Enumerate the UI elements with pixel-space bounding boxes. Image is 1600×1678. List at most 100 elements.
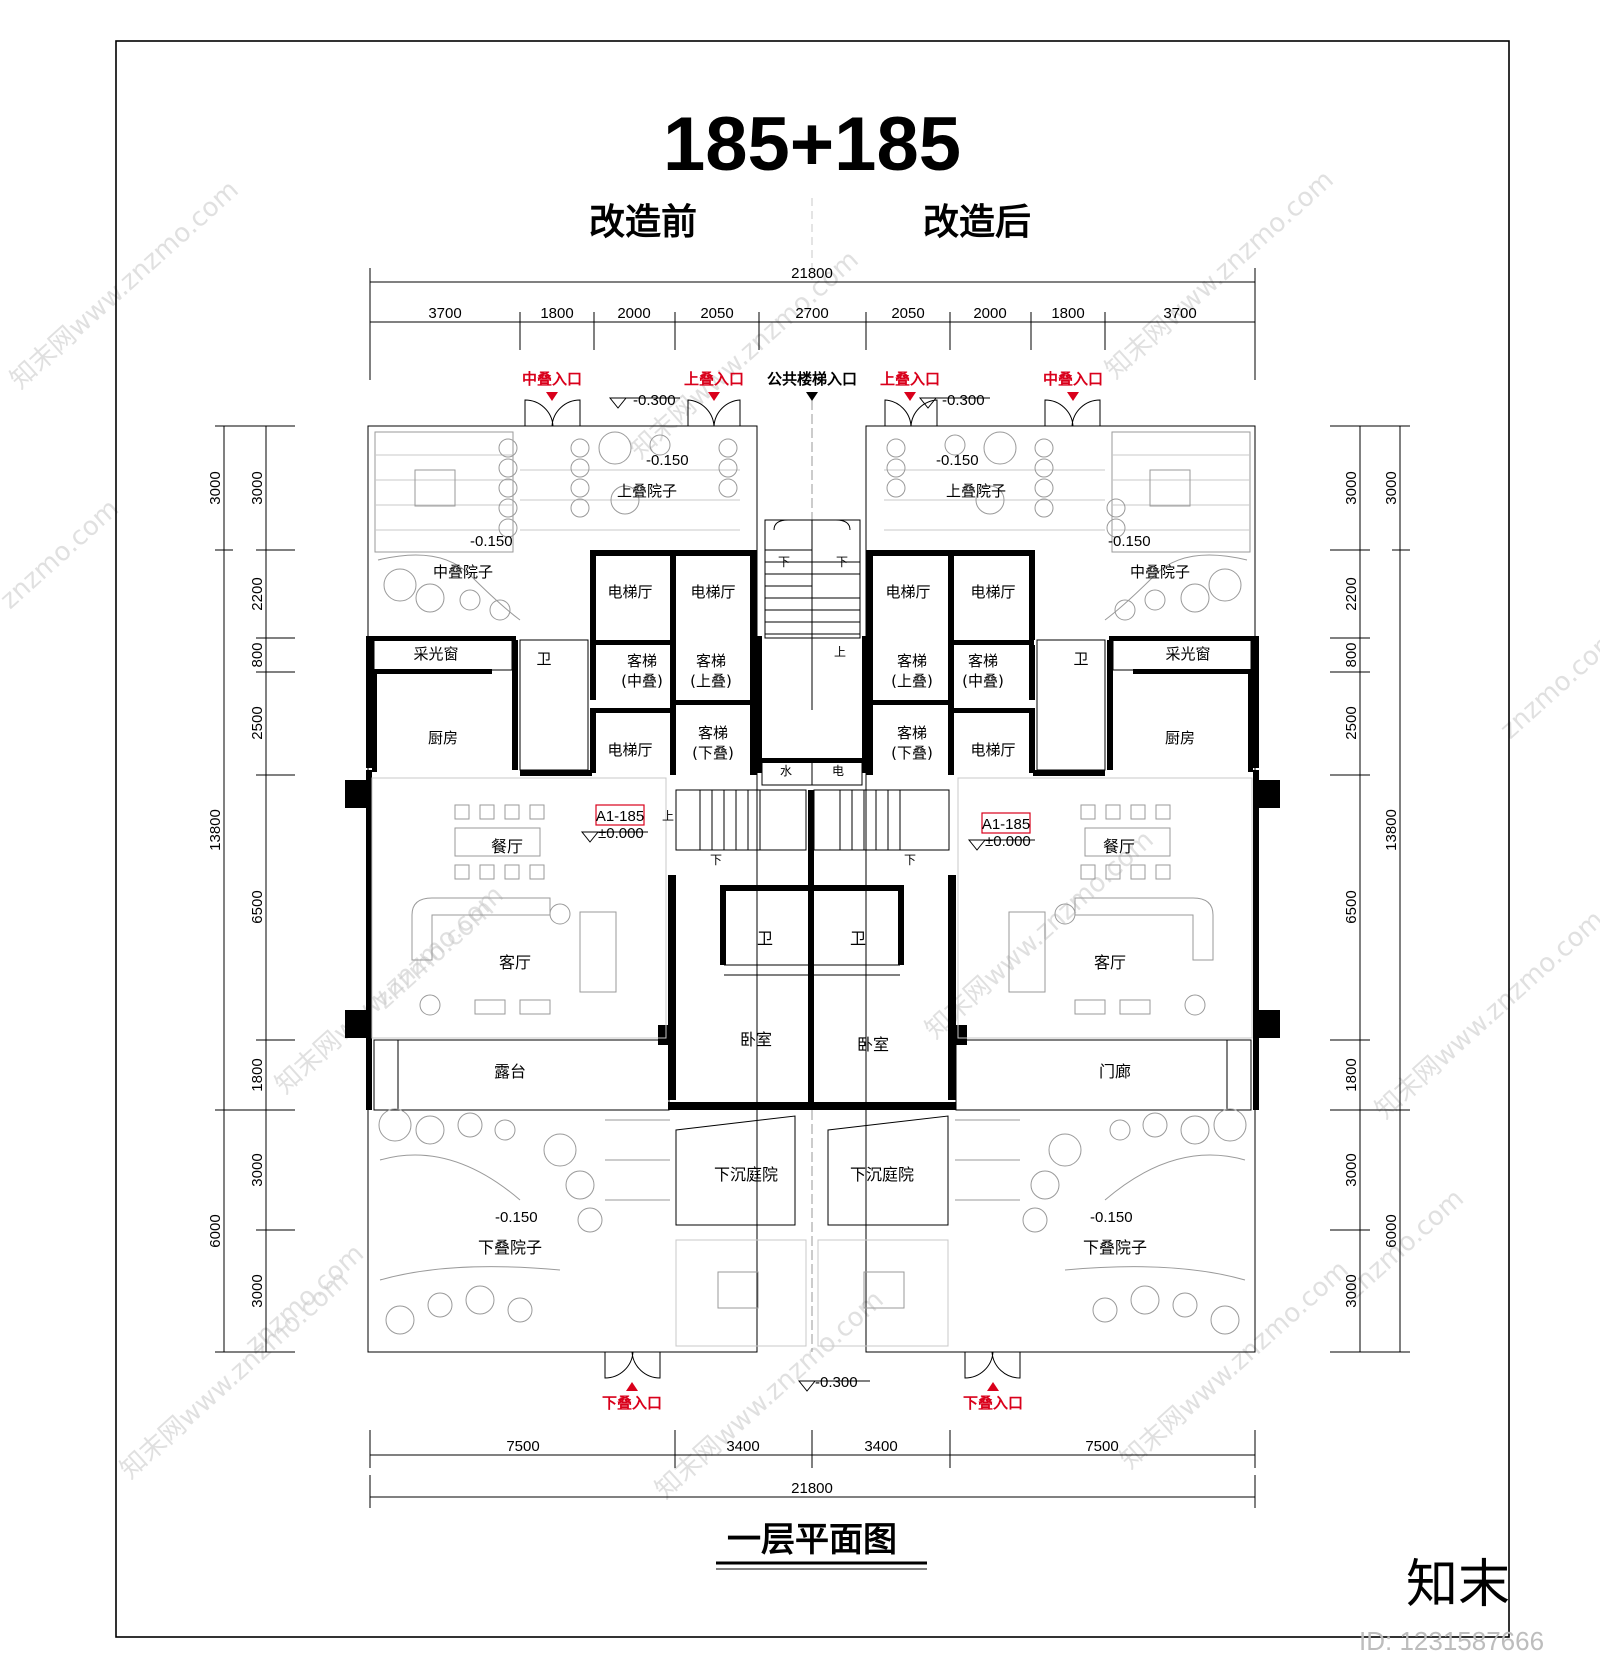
dim-top-seg: 2700 [795, 305, 828, 322]
room-porch: 门廊 [1099, 1062, 1131, 1081]
elev-lower-yard-left: -0.150 [495, 1209, 538, 1226]
drawing-name: 一层平面图 [727, 1520, 897, 1560]
room-terrace: 露台 [494, 1062, 526, 1081]
stair-down-mark: 下 [904, 853, 916, 867]
dim-top-seg: 3700 [428, 305, 461, 322]
room-sunken-court-right: 下沉庭院 [850, 1165, 914, 1184]
room-lift-hall: 电梯厅 [690, 583, 735, 601]
elev-mid-yard-right: -0.150 [1108, 533, 1151, 550]
dim-right-inner: 3000 [1343, 1274, 1360, 1307]
room-kitchen-right: 厨房 [1165, 729, 1195, 747]
room-outlines [371, 639, 1253, 1111]
room-sunken-court-left: 下沉庭院 [714, 1165, 778, 1184]
dim-top-seg: 2050 [891, 305, 924, 322]
dim-left-outer: 13800 [207, 809, 224, 851]
room-dining-left: 餐厅 [491, 837, 523, 856]
entrance-labels: 中叠入口 上叠入口 公共楼梯入口 上叠入口 中叠入口 下叠入口 下叠入口 [522, 370, 1103, 1412]
room-lift-up-right: 客梯(上叠) [891, 652, 933, 690]
room-lift-hall: 电梯厅 [970, 741, 1015, 759]
room-kitchen-left: 厨房 [428, 729, 458, 747]
room-lower-yard-left: 下叠院子 [478, 1238, 542, 1257]
heading-before: 改造前 [589, 202, 697, 243]
room-upper-yard-right: 上叠院子 [946, 482, 1006, 500]
sunken-courts [675, 1110, 949, 1352]
furniture-left [411, 804, 617, 1016]
elevation-marks: -0.300 -0.300 -0.150 -0.150 -0.150 -0.15… [470, 392, 1151, 1392]
elev-upper-yard-left: -0.150 [646, 452, 689, 469]
elev-upper-yard-right: -0.150 [936, 452, 979, 469]
room-living-right: 客厅 [1094, 953, 1126, 972]
room-lift-mid-right: 客梯(中叠) [962, 652, 1004, 690]
hedge-plants [498, 431, 1126, 538]
elev-mid-yard-left: -0.150 [470, 533, 513, 550]
stair-up-mark: 上 [662, 809, 674, 823]
room-lift-low-left: 客梯(下叠) [692, 724, 734, 762]
entrance-upper-right: 上叠入口 [880, 370, 940, 388]
watermark-text: znzmo.com [0, 494, 125, 616]
dim-top-seg: 2050 [700, 305, 733, 322]
central-stair [761, 519, 863, 786]
entrance-public-stair: 公共楼梯入口 [767, 370, 857, 388]
furniture-right [1008, 804, 1214, 1016]
room-labels: 上叠院子 上叠院子 中叠院子 中叠院子 电梯厅 电梯厅 电梯厅 电梯厅 电梯厅 … [413, 482, 1210, 1257]
room-mid-yard-right: 中叠院子 [1130, 563, 1190, 581]
dim-right-outer: 13800 [1383, 809, 1400, 851]
stair-down-mark: 下 [778, 555, 790, 569]
dimension-left: 3000 13800 6000 3000 2200 800 2500 6500 … [207, 425, 295, 1353]
stair-up-mark: 上 [834, 645, 846, 659]
room-lift-low-right: 客梯(下叠) [891, 724, 933, 762]
dim-left-inner: 3000 [249, 1274, 266, 1307]
room-bedroom-left: 卧室 [740, 1030, 772, 1049]
elev-top-left: -0.300 [633, 392, 676, 409]
dim-top-seg: 2000 [973, 305, 1006, 322]
dim-bottom-seg: 7500 [1085, 1438, 1118, 1455]
dim-right-inner: 1800 [1343, 1058, 1360, 1091]
dim-left-outer: 3000 [207, 471, 224, 504]
room-upper-yard-left: 上叠院子 [617, 482, 677, 500]
dim-right-inner: 3000 [1343, 471, 1360, 504]
entrance-lower-right: 下叠入口 [963, 1394, 1023, 1412]
room-water: 水 [780, 764, 792, 778]
dim-left-inner: 3000 [249, 471, 266, 504]
entrance-upper-left: 上叠入口 [684, 370, 744, 388]
entry-doors [524, 399, 1101, 1379]
page-title: 185+185 [663, 102, 961, 187]
dim-right-inner: 800 [1343, 642, 1360, 667]
dim-top-seg: 3700 [1163, 305, 1196, 322]
room-lift-hall: 电梯厅 [885, 583, 930, 601]
sheet-border [115, 40, 1510, 1638]
watermark-text: znzmo.com [1495, 624, 1600, 746]
elev-lower-yard-right: -0.150 [1090, 1209, 1133, 1226]
dim-right-inner: 2200 [1343, 577, 1360, 610]
watermark-text: 知末网www.znzmo.com [1115, 1255, 1355, 1475]
entrance-lower-left: 下叠入口 [602, 1394, 662, 1412]
elev-unit-right: ±0.000 [985, 833, 1031, 850]
elev-unit-left: ±0.000 [598, 825, 644, 842]
watermark-text: 知末网www.znzmo.com [270, 880, 510, 1100]
stair-down-mark: 下 [836, 555, 848, 569]
lower-yard-planting [378, 1108, 1247, 1335]
upper-yard-paving [374, 431, 1251, 553]
room-living-left: 客厅 [499, 953, 531, 972]
stair-down-mark: 下 [710, 853, 722, 867]
room-electric: 电 [832, 764, 844, 778]
room-wc-center-left: 卫 [757, 929, 773, 948]
dim-left-outer: 6000 [207, 1214, 224, 1247]
unit-tags: A1-185 A1-185 [595, 804, 1031, 834]
walls [345, 550, 1280, 1110]
room-lift-hall: 电梯厅 [607, 741, 652, 759]
unit-stairs [675, 789, 950, 976]
unit-tag-right: A1-185 [982, 816, 1030, 833]
brand-logo: 知末 [1406, 1555, 1510, 1615]
dimension-top: 21800 3700 1800 2000 2050 2700 2050 2000… [369, 265, 1256, 380]
dim-top-ticks [369, 312, 1256, 350]
entrance-mid-right: 中叠入口 [1043, 370, 1103, 388]
entrance-mid-left: 中叠入口 [522, 370, 582, 388]
dim-right-inner: 3000 [1343, 1153, 1360, 1186]
room-bedroom-right: 卧室 [857, 1035, 889, 1054]
heading-after: 改造后 [923, 202, 1031, 243]
watermark-text: 知末网www.znzmo.com [650, 1285, 890, 1505]
watermark-text: 知末网www.znzmo.com [5, 175, 245, 395]
watermark-id: ID: 1231587666 [1359, 1626, 1544, 1656]
